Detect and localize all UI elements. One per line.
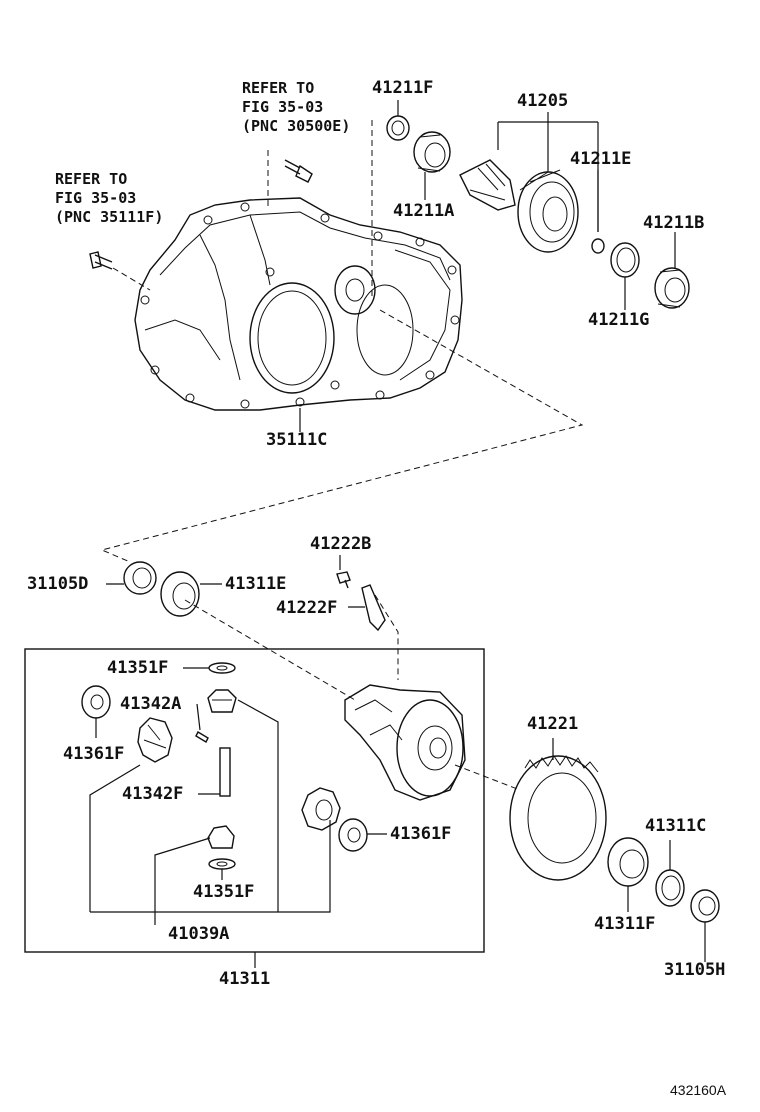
part-label-41211E: 41211E xyxy=(570,149,632,169)
washer-41351F-bottom xyxy=(208,858,236,870)
reference-line: FIG 35-03 xyxy=(55,189,137,207)
part-label-41222F: 41222F xyxy=(276,598,338,618)
leader-41342A xyxy=(196,703,201,731)
side-gear-right xyxy=(301,787,341,831)
side-gear-left xyxy=(137,717,173,763)
ring-gear-41221 xyxy=(509,755,607,881)
part-label-41222B: 41222B xyxy=(310,534,372,554)
part-label-41342F: 41342F xyxy=(122,784,184,804)
part-label-41361F-right: 41361F xyxy=(390,824,452,844)
bearing-41311E xyxy=(160,571,200,617)
bolt-35111F xyxy=(89,251,113,270)
ref-line-35111F xyxy=(112,267,151,291)
pinion-gear-top xyxy=(207,689,237,713)
ref-line-diff-right xyxy=(454,764,521,791)
part-label-41205: 41205 xyxy=(517,91,569,111)
part-label-41361F-left: 41361F xyxy=(63,744,125,764)
oil-seal-41211F xyxy=(386,115,410,141)
shaft-41342F xyxy=(219,747,231,797)
diagram-code: 432160A xyxy=(670,1082,727,1098)
part-label-41342A: 41342A xyxy=(120,694,182,714)
washer-41361F-left xyxy=(81,685,111,719)
bolt-30500E xyxy=(284,159,313,183)
part-label-41311F: 41311F xyxy=(594,914,656,934)
ref-line-diff-left xyxy=(184,599,356,701)
pin-41342A xyxy=(195,731,209,743)
part-label-31105H: 31105H xyxy=(664,960,726,980)
kit-box-41311 xyxy=(24,648,485,953)
part-label-41351F-top: 41351F xyxy=(107,658,169,678)
reference-line: (PNC 35111F) xyxy=(55,208,164,226)
oil-seal-31105H xyxy=(690,889,720,923)
part-label-41211A: 41211A xyxy=(393,201,455,221)
differential-case xyxy=(344,684,466,801)
oil-seal-31105D xyxy=(123,561,157,595)
washer-41351F-top xyxy=(208,662,236,674)
part-label-41311E: 41311E xyxy=(225,574,287,594)
part-label-41211B: 41211B xyxy=(643,213,705,233)
shim-41311C xyxy=(655,869,685,907)
part-label-41039A: 41039A xyxy=(168,924,230,944)
washer-41361F-right xyxy=(338,818,368,852)
bearing-41211A xyxy=(413,131,451,173)
part-label-41221: 41221 xyxy=(527,714,579,734)
part-label-41211G: 41211G xyxy=(588,310,650,330)
counter-gear-41205 xyxy=(459,159,579,253)
spacer-41211E xyxy=(591,238,605,254)
ref-line-diff-axis xyxy=(100,309,584,563)
transaxle-housing xyxy=(134,197,463,411)
bearing-41311F xyxy=(607,837,649,887)
leader-41039A xyxy=(89,699,331,925)
bolt-41222B xyxy=(336,571,351,589)
bearing-41211B xyxy=(654,267,690,309)
part-label-41351F-bottom: 41351F xyxy=(193,882,255,902)
pinion-gear-bottom xyxy=(207,825,235,849)
reference-line: REFER TO xyxy=(55,170,128,188)
part-label-35111C: 35111C xyxy=(266,430,328,450)
part-label-41211F-top: 41211F xyxy=(372,78,434,98)
reference-line: (PNC 30500E) xyxy=(242,117,351,135)
part-label-41311: 41311 xyxy=(219,969,271,989)
part-label-41311C: 41311C xyxy=(645,816,707,836)
shim-41211G xyxy=(610,242,640,278)
reference-line: FIG 35-03 xyxy=(242,98,324,116)
leader-41205 xyxy=(497,112,599,232)
reference-line: REFER TO xyxy=(242,79,315,97)
retainer-41222F xyxy=(361,584,386,632)
ref-line-retainer xyxy=(374,594,399,680)
part-label-31105D: 31105D xyxy=(27,574,89,594)
